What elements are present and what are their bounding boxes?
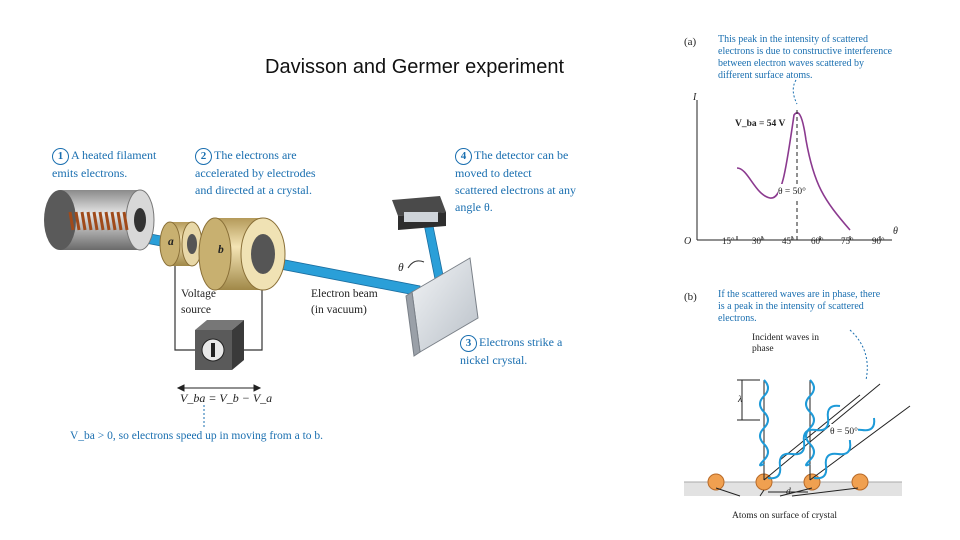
atoms xyxy=(707,473,869,491)
electrode-b xyxy=(198,217,286,291)
x-tick-label: 75° xyxy=(841,236,854,246)
vba-equation: V_ba = V_b − V_a xyxy=(180,391,273,405)
electrode-b-label: b xyxy=(218,244,224,256)
step-4-number: 4 xyxy=(455,148,472,165)
step-2-text: The electrons are accelerated by electro… xyxy=(195,148,316,197)
filament-coil xyxy=(68,211,129,231)
panel-a-label: (a) xyxy=(684,36,697,48)
wavelength-label: λ xyxy=(738,395,743,405)
scatter-angle-label: θ = 50° xyxy=(830,424,858,440)
step-3-text: Electrons strike a nickel crystal. xyxy=(460,335,563,367)
origin-label: O xyxy=(684,236,692,247)
step-2-number: 2 xyxy=(195,148,212,165)
detector xyxy=(392,196,446,230)
voltage-value-label: V_ba = 54 V xyxy=(735,119,786,129)
step-1-text: A heated filament emits electrons. xyxy=(52,148,157,180)
step-1-number: 1 xyxy=(52,148,69,165)
footnote: V_ba > 0, so electrons speed up in movin… xyxy=(70,430,324,442)
panel-b-label: (b) xyxy=(684,291,697,303)
filament-cylinder xyxy=(44,189,155,251)
y-axis-label: I xyxy=(693,92,697,103)
voltage-source-label: Voltage source xyxy=(181,288,216,316)
page-title: Davisson and Germer experiment xyxy=(265,56,565,78)
electron-beam-label: Electron beam (in vacuum) xyxy=(311,288,378,316)
x-tick-label: 90° xyxy=(872,236,885,246)
x-tick-label: 45° xyxy=(782,236,795,246)
electrode-a xyxy=(159,221,203,267)
step-4-text: The detector can be moved to detect scat… xyxy=(455,148,576,214)
intensity-curve xyxy=(736,112,851,231)
atoms-label: Atoms on surface of crystal xyxy=(732,511,837,521)
theta-label: θ xyxy=(398,262,404,274)
x-axis-label: θ xyxy=(893,226,898,237)
voltage-source-box xyxy=(195,320,244,370)
x-tick-label: 60° xyxy=(811,236,824,246)
x-tick-label: 15° xyxy=(722,236,735,246)
step-3-number: 3 xyxy=(460,335,477,352)
electrode-a-label: a xyxy=(168,236,174,248)
nickel-crystal xyxy=(405,257,479,357)
panel-a-caption: This peak in the intensity of scattered … xyxy=(718,34,893,81)
incident-waves-label: Incident waves in phase xyxy=(752,333,820,354)
intensity-graph xyxy=(696,79,892,241)
atom-spacing-label: d xyxy=(786,487,791,497)
x-tick-label: 30° xyxy=(752,236,765,246)
wave-diagram xyxy=(684,329,911,497)
peak-angle-label: θ = 50° xyxy=(778,184,806,200)
panel-b-caption: If the scattered waves are in phase, the… xyxy=(718,289,881,324)
vba-arrow xyxy=(176,384,262,392)
